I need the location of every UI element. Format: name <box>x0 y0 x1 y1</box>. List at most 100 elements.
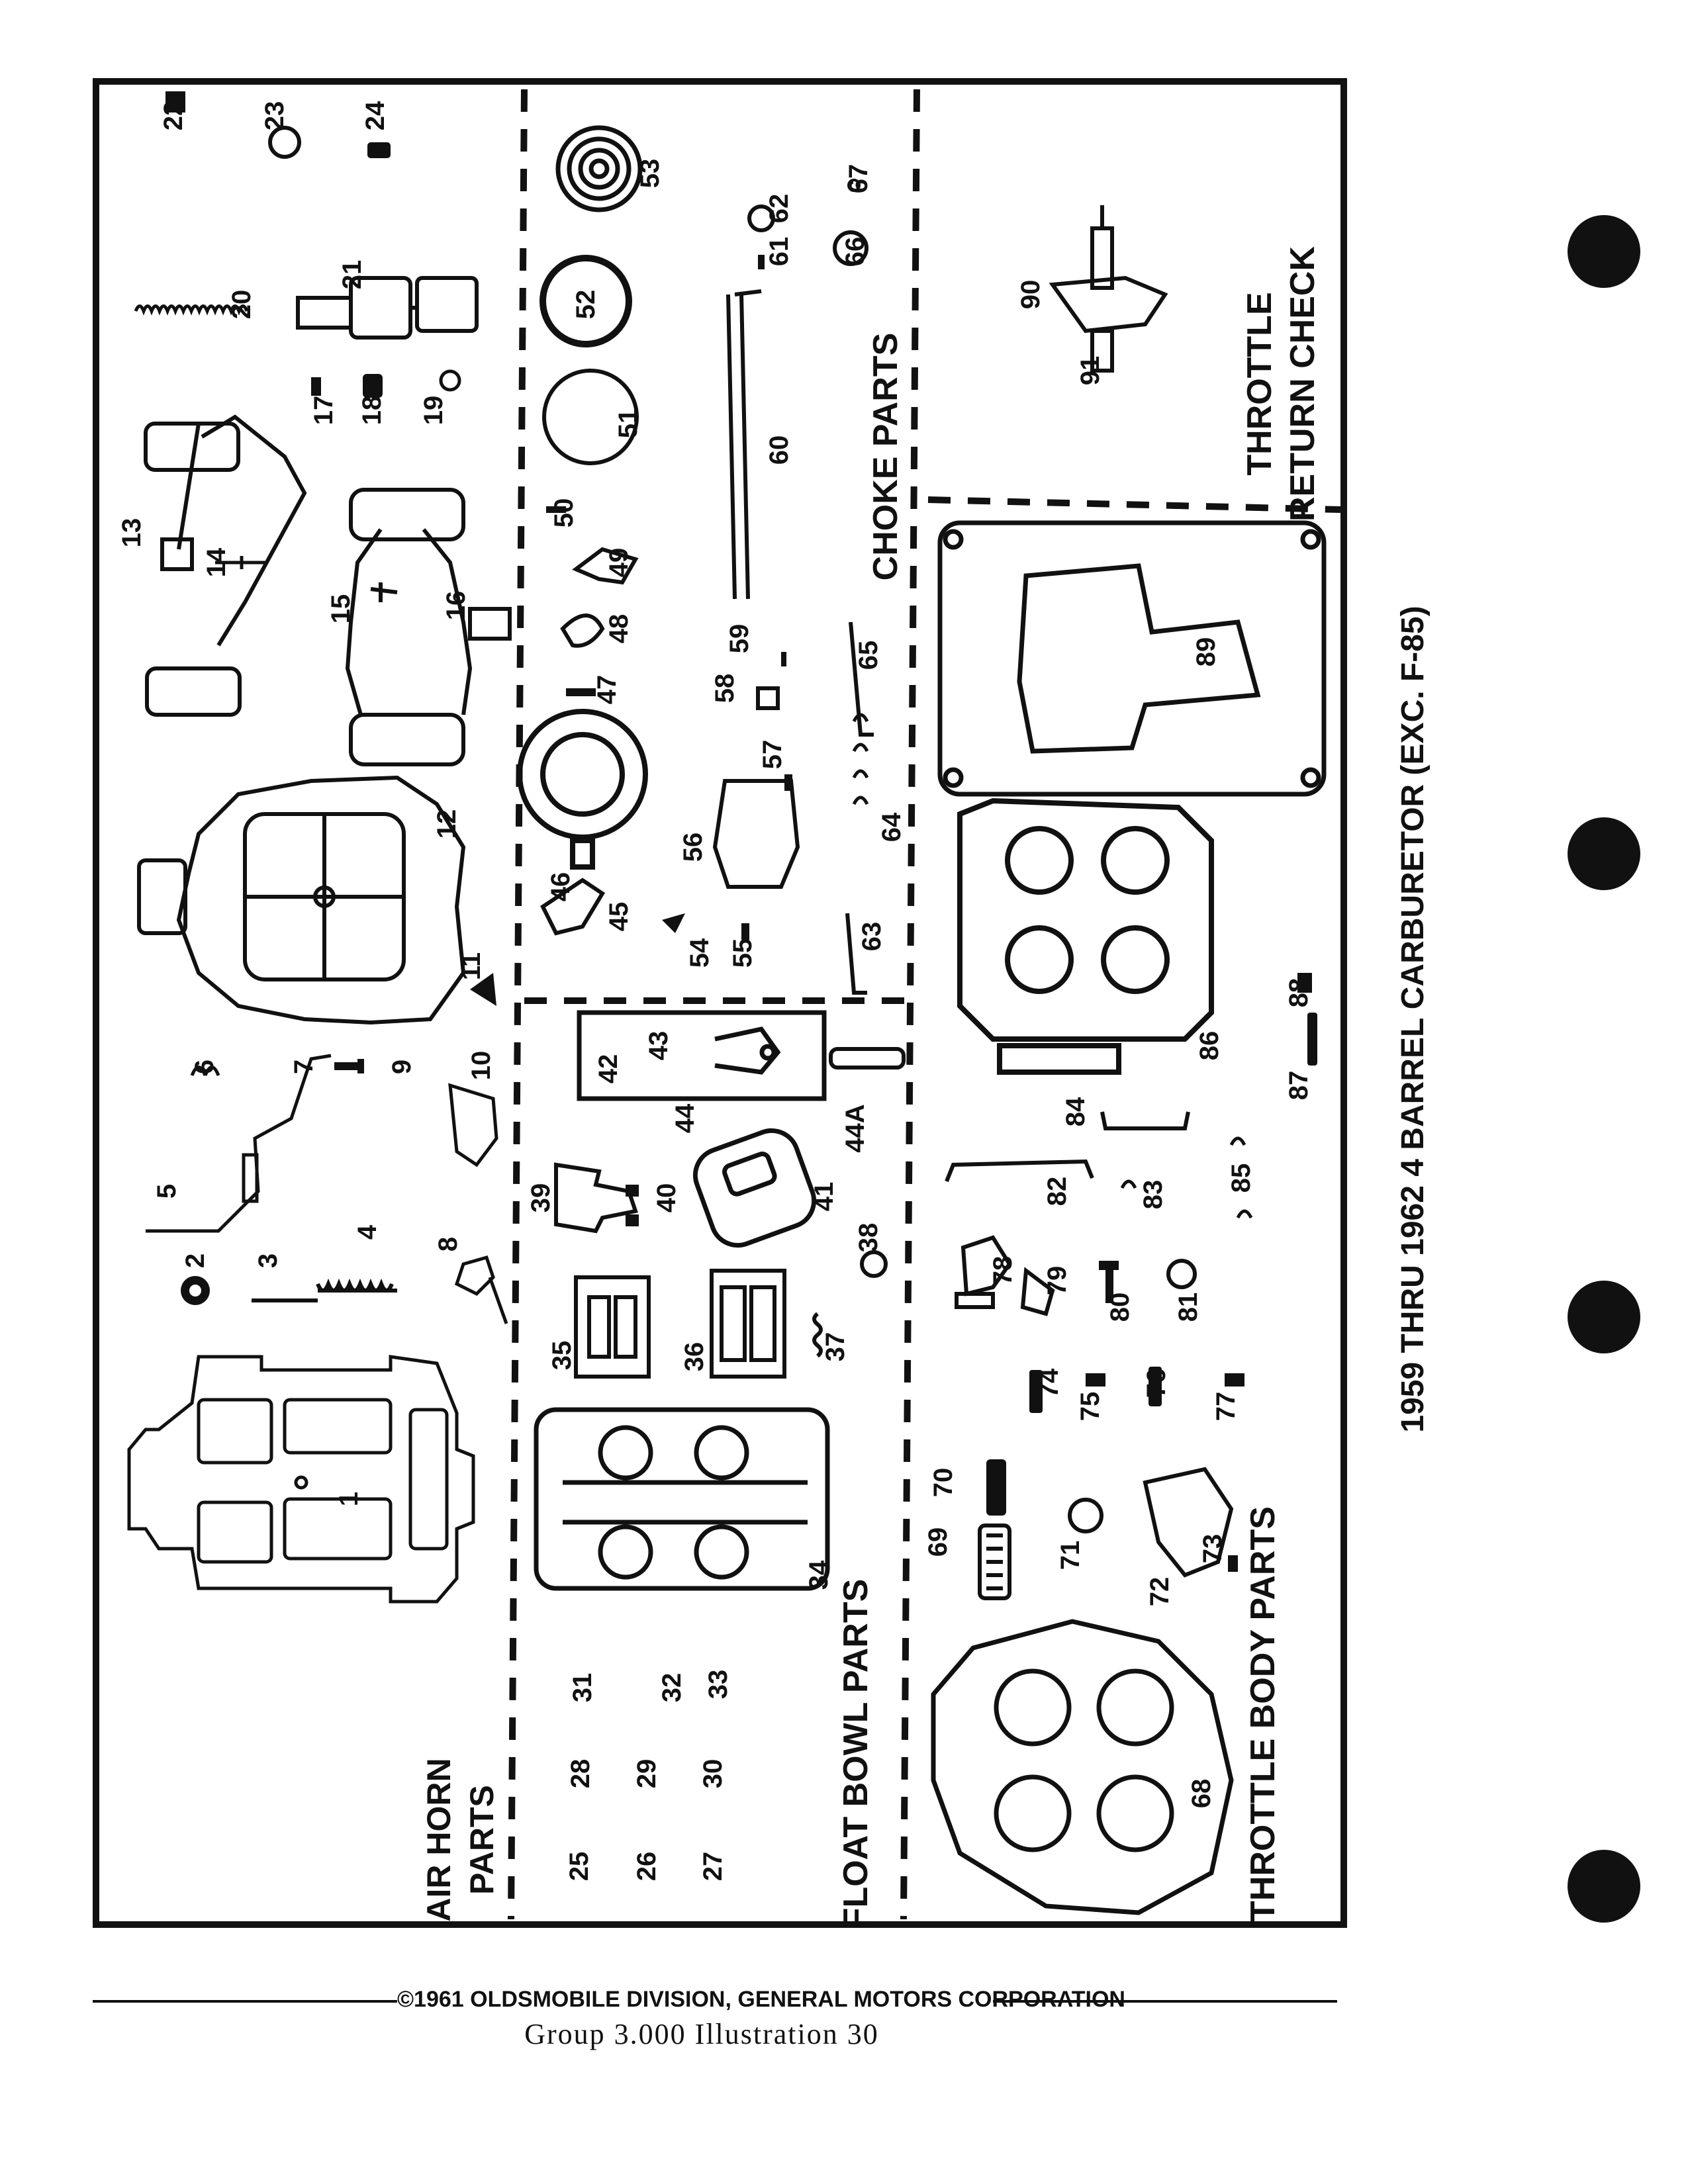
part-41-power-piston <box>692 1128 817 1248</box>
callout-40: 40 <box>652 1183 681 1213</box>
callout-88: 88 <box>1284 978 1313 1008</box>
part-76-screw <box>1149 1367 1162 1406</box>
callout-77: 77 <box>1211 1392 1241 1422</box>
part-3-needle-spring <box>252 1278 397 1302</box>
callout-84: 84 <box>1061 1097 1090 1126</box>
part-20-spring <box>134 304 249 316</box>
part-23-ring <box>268 126 301 159</box>
callout-19: 19 <box>419 396 448 426</box>
callout-6: 6 <box>190 1060 219 1074</box>
binder-hole-icon <box>1568 817 1640 890</box>
callout-51: 51 <box>614 409 643 439</box>
part-87-screw <box>1307 1013 1317 1066</box>
callout-28: 28 <box>566 1759 595 1789</box>
svg-text:AIR HORN: AIR HORN <box>420 1758 457 1921</box>
part-62-lever <box>747 205 775 232</box>
callout-50: 50 <box>549 498 579 528</box>
callout-47: 47 <box>592 675 622 705</box>
callout-75: 75 <box>1076 1392 1105 1422</box>
callout-41: 41 <box>810 1182 839 1212</box>
callout-34: 34 <box>804 1560 833 1590</box>
callout-33: 33 <box>704 1670 733 1700</box>
footer-group-illustration: Group 3.000 Illustration 30 <box>524 2018 879 2050</box>
part-36-venturi-cluster <box>710 1269 786 1379</box>
page-title: 1959 THRU 1962 4 BARREL CARBURETOR (EXC.… <box>1395 606 1430 1432</box>
part-66-clip <box>833 230 868 266</box>
part-57-screw <box>784 774 792 791</box>
callout-71: 71 <box>1056 1541 1085 1570</box>
callout-24: 24 <box>361 101 390 130</box>
callout-44a: 44A <box>841 1104 870 1152</box>
part-10-link <box>448 1083 498 1167</box>
callout-20: 20 <box>227 290 256 320</box>
callout-83: 83 <box>1139 1180 1168 1210</box>
callout-69: 69 <box>923 1527 953 1557</box>
part-14-float-hinge-pin <box>215 556 268 569</box>
part-35-venturi-cluster <box>574 1275 651 1379</box>
callout-8: 8 <box>434 1237 463 1251</box>
callout-56: 56 <box>679 833 708 862</box>
callout-21: 21 <box>338 260 367 290</box>
section-label-air-horn: AIR HORN PARTS <box>420 1758 500 1921</box>
callout-66: 66 <box>841 237 870 267</box>
part-54-clip <box>662 913 685 933</box>
callout-22: 22 <box>159 101 188 131</box>
part-68-throttle-gasket <box>931 1619 1234 1915</box>
callout-85: 85 <box>1227 1163 1256 1193</box>
section-label-throttle-body: THROTTLE BODY PARTS <box>1244 1506 1282 1922</box>
callout-65: 65 <box>854 641 883 670</box>
footer-rule-right <box>980 2000 1337 2003</box>
part-7-screw <box>334 1059 364 1073</box>
callout-27: 27 <box>698 1852 727 1882</box>
callout-39: 39 <box>526 1183 555 1213</box>
callout-78: 78 <box>988 1256 1017 1286</box>
callout-74: 74 <box>1035 1368 1064 1398</box>
callout-49: 49 <box>604 548 633 578</box>
part-19-washer <box>439 369 461 392</box>
binder-hole-icon <box>1568 215 1640 288</box>
part-16-float-assembly <box>345 488 512 766</box>
svg-text:PARTS: PARTS <box>463 1785 500 1895</box>
svg-text:RETURN CHECK: RETURN CHECK <box>1284 246 1322 522</box>
part-53-thermostat-coil <box>555 125 643 212</box>
part-48-lever <box>560 614 605 648</box>
part-80-screw <box>1099 1261 1119 1303</box>
callout-25: 25 <box>565 1852 594 1882</box>
callout-46: 46 <box>546 872 575 902</box>
part-40-check-balls <box>626 1185 639 1226</box>
part-64-clips <box>852 713 869 805</box>
callout-14: 14 <box>202 547 231 577</box>
callout-79: 79 <box>1043 1266 1072 1296</box>
callout-17: 17 <box>309 396 338 426</box>
part-85-clips <box>1229 1136 1253 1219</box>
air-horn-casting <box>137 775 466 1025</box>
callout-23: 23 <box>260 101 289 131</box>
part-13-float-assembly <box>144 414 307 717</box>
part-37-spring <box>812 1312 823 1358</box>
part-90-91-throttle-return-check <box>1049 205 1168 373</box>
callout-87: 87 <box>1284 1071 1313 1101</box>
part-51-choke-valve <box>542 369 639 465</box>
callout-15: 15 <box>326 594 355 624</box>
part-67-washer <box>847 179 861 192</box>
callout-80: 80 <box>1105 1293 1135 1322</box>
part-83-clip <box>1120 1179 1137 1189</box>
callout-35: 35 <box>547 1341 577 1371</box>
section-label-choke: CHOKE PARTS <box>867 333 905 581</box>
callout-72: 72 <box>1145 1577 1174 1607</box>
part-72-fast-idle-cam <box>1143 1467 1234 1578</box>
callout-89: 89 <box>1192 637 1221 667</box>
footer-rule-left <box>93 2000 404 2003</box>
part-56-cover <box>712 779 800 889</box>
part-60-choke-shaft <box>726 289 762 600</box>
part-75-spring <box>1086 1373 1105 1387</box>
callout-5: 5 <box>152 1184 181 1199</box>
callout-52: 52 <box>571 290 600 320</box>
callout-59: 59 <box>725 624 754 654</box>
part-82-rod <box>945 1159 1094 1183</box>
callout-73: 73 <box>1198 1534 1227 1564</box>
callout-31: 31 <box>568 1673 597 1703</box>
callout-55: 55 <box>728 938 757 968</box>
part-55-screw <box>741 923 749 940</box>
